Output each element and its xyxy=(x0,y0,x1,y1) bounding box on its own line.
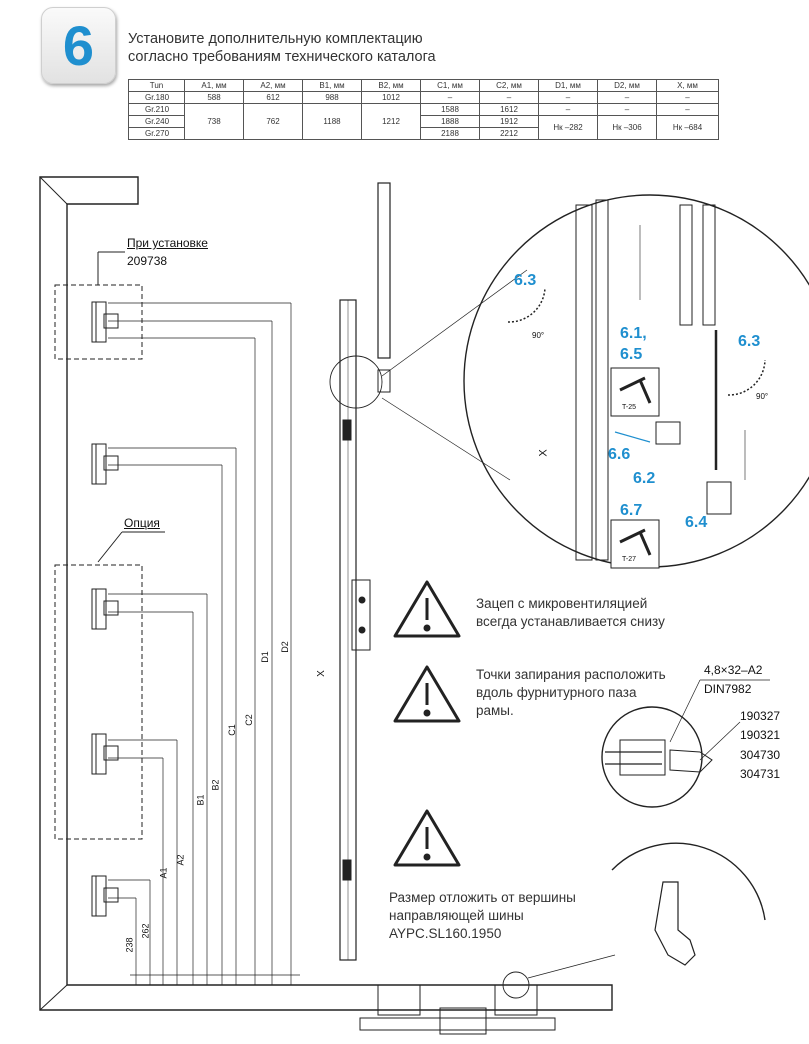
bottom-sash-profile xyxy=(359,984,556,1035)
screw-spec: 4,8×32–A2 xyxy=(704,663,763,677)
note-line: Размер отложить от вершины xyxy=(389,890,576,905)
screw-detail xyxy=(601,679,770,808)
table-cell: Hк –282 xyxy=(538,115,598,140)
tool-label-t25: T-25 xyxy=(622,404,637,411)
detail-circle xyxy=(329,355,383,409)
keeper xyxy=(91,875,119,917)
dim-label-238: 238 xyxy=(124,937,135,953)
note-line: Зацеп с микровентиляцией xyxy=(476,596,648,611)
step-number-badge: 6 xyxy=(41,7,116,84)
table-row: Gr.240 1888 1912 Hк –282 Hк –306 Hк –684 xyxy=(128,115,719,140)
table-cell: 738 xyxy=(184,103,244,140)
dim-label-a1: A1 xyxy=(158,867,169,879)
part-code: 190327 xyxy=(740,709,781,723)
table-cell: Hк –306 xyxy=(597,115,657,140)
note-line: рамы. xyxy=(476,703,514,718)
install-region-box xyxy=(54,284,143,360)
note-rail-dimension: Размер отложить от вершины направляющей … xyxy=(389,889,576,943)
note-line: направляющей шины xyxy=(389,908,524,923)
part-code: 304731 xyxy=(740,767,781,781)
warning-icon xyxy=(393,580,461,638)
note-line: AYPC.SL160.1950 xyxy=(389,926,502,941)
dim-label-262: 262 xyxy=(140,923,151,939)
keeper xyxy=(91,733,119,775)
table-cell: 1188 xyxy=(302,103,362,140)
option-label: Опция xyxy=(124,516,160,530)
instruction-line-2: согласно требованиям технического катало… xyxy=(128,49,436,65)
keeper xyxy=(91,588,119,630)
keeper xyxy=(91,443,119,485)
screw-standard: DIN7982 xyxy=(704,682,752,696)
callout-6-3-left: 6.3 xyxy=(514,272,537,289)
table-cell: 2212 xyxy=(479,127,539,140)
callout-6-1: 6.1, xyxy=(620,325,647,342)
warning-icon xyxy=(393,809,461,867)
dim-label-c1: C1 xyxy=(226,724,237,736)
callout-6-2: 6.2 xyxy=(633,470,656,487)
upper-connector-bar xyxy=(377,182,391,393)
callout-6-5: 6.5 xyxy=(620,346,643,363)
table-cell: 1212 xyxy=(361,103,421,140)
note-line: всегда устанавливается снизу xyxy=(476,614,665,629)
dim-label-b2: B2 xyxy=(210,779,221,791)
torx-t25-tool-box xyxy=(610,367,660,417)
table-cell: 762 xyxy=(243,103,303,140)
dimension-table: Tun A1, мм A2, мм B1, мм B2, мм C1, мм C… xyxy=(128,79,719,140)
dim-label-d2: D2 xyxy=(279,641,290,653)
note-microventilation: Зацеп с микровентиляцией всегда устанавл… xyxy=(476,595,665,631)
step-number: 6 xyxy=(62,13,95,77)
option-label-leader xyxy=(97,531,123,563)
option-region-box xyxy=(54,564,143,840)
dim-label-b1: B1 xyxy=(195,794,206,806)
keeper xyxy=(91,301,119,343)
table-row: Gr.270 2188 2212 xyxy=(128,127,719,140)
dim-label-d1: D1 xyxy=(259,651,270,663)
rotate-90-icon xyxy=(727,359,766,396)
table-row: Gr.210 738 762 1188 1212 1588 1612 – – – xyxy=(128,103,719,140)
note-locking-points: Точки запирания расположить вдоль фурнит… xyxy=(476,666,666,720)
dim-label-a2: A2 xyxy=(175,854,186,866)
tool-label-t27: T-27 xyxy=(622,556,637,563)
dim-label-x: X xyxy=(315,670,327,677)
window-frame xyxy=(39,176,613,1011)
install-code: 209738 xyxy=(127,254,168,268)
install-label: При установке xyxy=(127,236,208,250)
callout-6-3-right: 6.3 xyxy=(738,333,761,350)
angle-label-right: 90° xyxy=(756,392,769,401)
table-header-row: Tun A1, мм A2, мм B1, мм B2, мм C1, мм C… xyxy=(128,79,719,92)
table-cell: Hк –684 xyxy=(656,115,719,140)
callout-6-4: 6.4 xyxy=(685,514,708,531)
instruction-line-1: Установите дополнительную комплектацию xyxy=(128,31,423,47)
table-cell: Gr.270 xyxy=(128,127,185,140)
callout-6-7: 6.7 xyxy=(620,502,643,519)
torx-t27-tool-box xyxy=(610,519,660,569)
callout-6-6: 6.6 xyxy=(608,446,631,463)
dimension-lines xyxy=(108,302,300,985)
part-code: 190321 xyxy=(740,728,781,742)
espagnolette-bar xyxy=(339,299,371,961)
rotate-90-icon xyxy=(507,287,546,323)
detail-x-label: X xyxy=(537,449,550,457)
angle-label-left: 90° xyxy=(532,331,545,340)
part-code: 304730 xyxy=(740,748,781,762)
warning-icons xyxy=(393,580,461,867)
instruction-text: Установите дополнительную комплектацию с… xyxy=(128,30,436,66)
warning-icon xyxy=(393,665,461,723)
note-line: вдоль фурнитурного паза xyxy=(476,685,637,700)
note-line: Точки запирания расположить xyxy=(476,667,666,682)
keeper-blocks xyxy=(91,301,119,917)
dim-label-c2: C2 xyxy=(243,714,254,726)
